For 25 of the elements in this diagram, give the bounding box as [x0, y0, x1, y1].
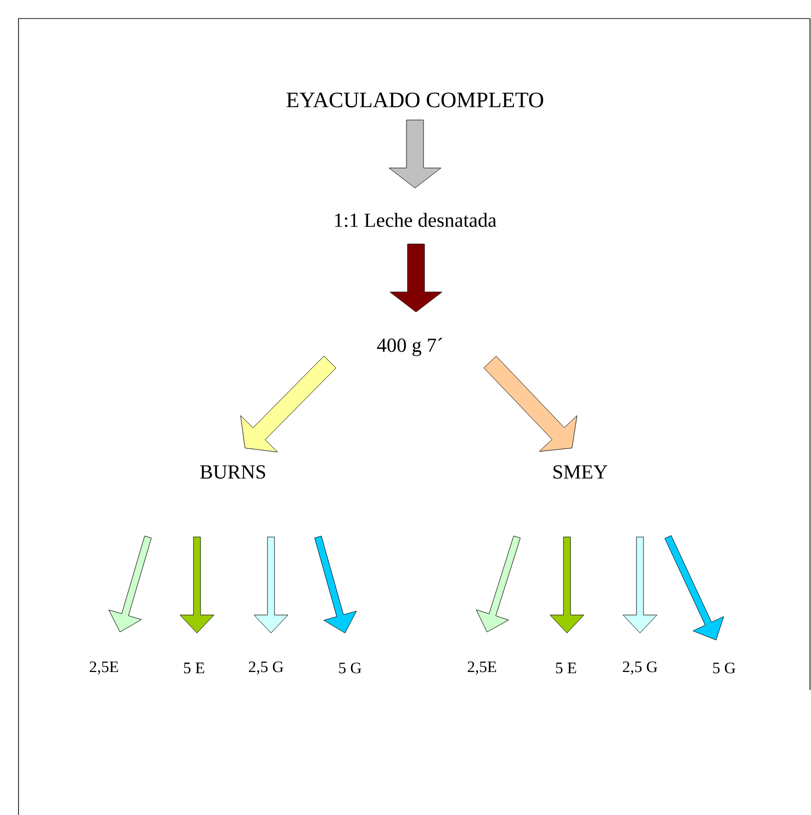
step-label: EYACULADO COMPLETO [286, 92, 544, 108]
block-arrow [108, 536, 152, 632]
step-label: 5 E [556, 662, 576, 674]
step-label: 5 G [339, 662, 362, 674]
block-arrow [390, 244, 442, 312]
step-label: BURNS [200, 465, 266, 479]
step-label: SMEY [554, 465, 608, 479]
step-label: 2,5E [468, 661, 496, 675]
block-arrow [550, 536, 584, 634]
step-label: 2,5 G [248, 661, 284, 675]
block-arrow [180, 536, 214, 634]
block-arrow [388, 120, 442, 188]
step-label: 5 E [184, 662, 204, 674]
block-arrow [664, 535, 724, 640]
step-label: 1:1 Leche desnatada [335, 212, 496, 228]
block-arrow [484, 356, 578, 452]
step-label: 2,5 G [622, 661, 658, 675]
block-arrow [476, 536, 521, 632]
block-arrow [622, 536, 658, 634]
step-label: 2,5E [90, 661, 118, 675]
step-label: 400 g 7´ [377, 338, 442, 356]
step-label: 5 G [713, 662, 736, 674]
block-arrow [254, 536, 288, 634]
block-arrow [240, 356, 336, 452]
block-arrow [314, 536, 357, 634]
